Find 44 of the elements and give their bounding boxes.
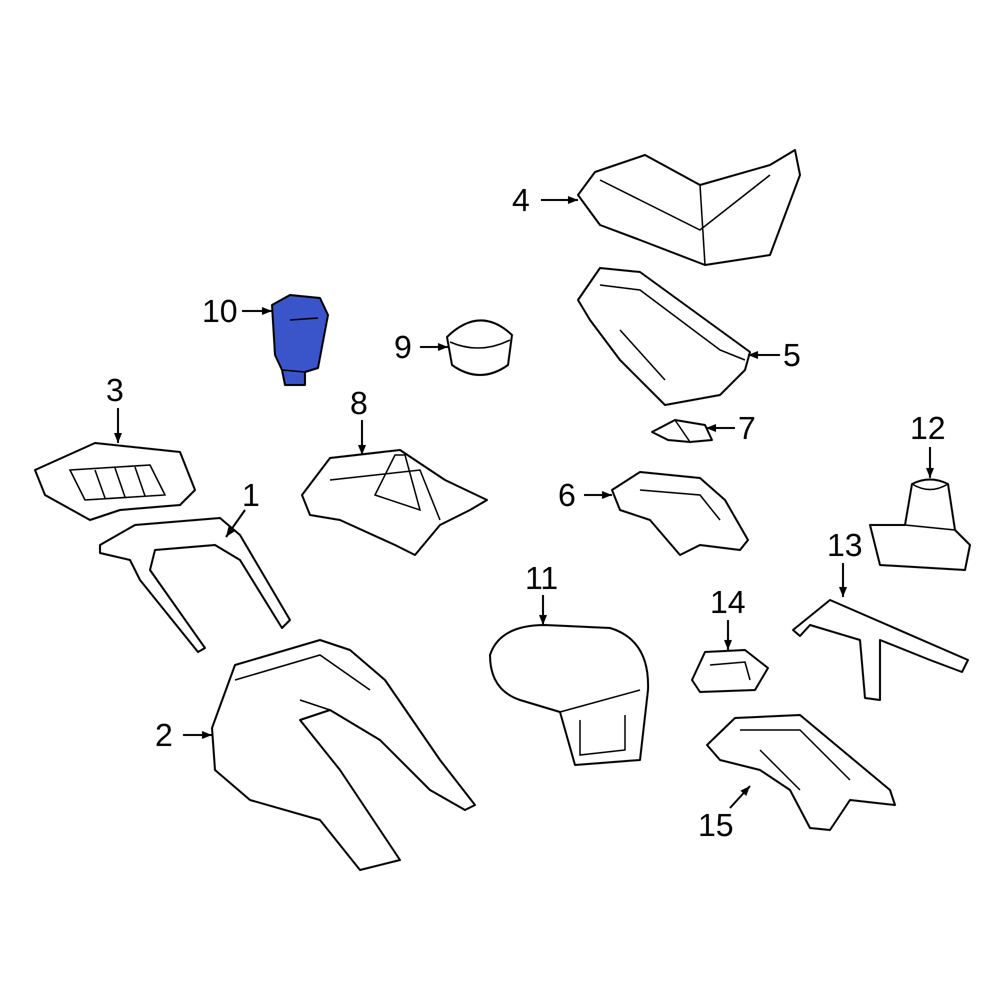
bracket-drawing [577,149,801,266]
leader-arrow [358,420,366,455]
callout-number: 7 [738,412,756,444]
clip-drawing [691,649,769,693]
leader-arrow [729,785,751,809]
leader-arrow [541,196,578,204]
shift-boot-drawing [869,478,971,571]
shifter-panel-drawing [301,449,488,556]
callout-number: 11 [525,562,558,594]
knob-drawing [446,320,513,376]
callout-number: 5 [783,339,801,371]
leader-arrow [926,447,934,478]
callout-number: 2 [155,719,173,751]
leader-arrow [706,424,735,432]
callout-number: 6 [558,479,576,511]
callout-number: 13 [827,529,863,561]
leader-arrow [183,731,212,739]
leader-arrow [584,491,612,499]
callout-number: 15 [698,809,734,841]
callout-number: 1 [242,479,260,511]
callout-number: 8 [350,387,368,419]
tray-drawing [577,267,751,406]
leader-arrow [242,307,272,315]
leader-arrow [420,343,448,351]
vent-panel-drawing [34,442,196,521]
callout-number: 9 [394,331,412,363]
armrest-drawing [489,624,650,766]
callout-number: 10 [202,295,238,327]
leader-arrow [114,408,122,443]
leader-arrow [724,620,732,650]
leader-arrow [539,595,547,625]
trim-frame-drawing [99,517,291,653]
callout-number: 14 [710,586,746,618]
leader-arrow [839,563,847,597]
cup-holder-drawing [611,471,749,556]
callout-number: 12 [910,412,946,444]
console-drawing [211,639,476,871]
trim-frame-drawing [792,599,969,701]
clip-drawing [651,419,713,443]
leader-arrow [748,351,780,359]
callout-number: 4 [512,184,530,216]
shift-knob-drawing [271,294,329,386]
leader-arrow [225,509,246,538]
callout-number: 3 [106,374,124,406]
